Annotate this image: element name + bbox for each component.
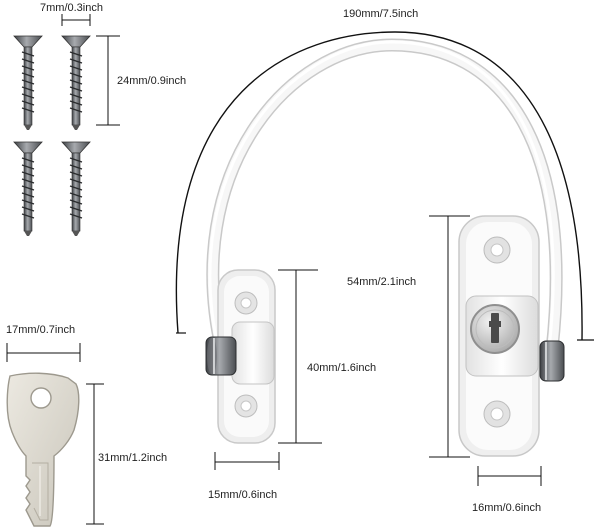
latch-width-dimension-line	[214, 452, 280, 470]
latch-width-label: 15mm/0.6inch	[208, 489, 278, 501]
lock-width-dimension-line	[477, 466, 542, 486]
cable-length-dimension-line	[175, 31, 583, 341]
latch-height-label: 40mm/1.6inch	[307, 362, 377, 374]
latch-height-dimension-line	[278, 269, 322, 444]
screw-icon	[13, 141, 43, 236]
key-width-label: 17mm/0.7inch	[6, 324, 76, 336]
key-length-dimension-line	[86, 383, 104, 525]
cable-end-ferrule	[539, 340, 565, 382]
key-width-dimension-line	[6, 343, 81, 362]
keyhole-icon	[470, 304, 520, 354]
key-icon	[6, 372, 80, 527]
screw-width-label: 7mm/0.3inch	[40, 2, 103, 14]
screw-length-label: 24mm/0.9inch	[117, 75, 187, 87]
screw-width-dimension-line	[61, 14, 91, 26]
cable-end-ferrule	[205, 336, 237, 376]
latch-block-icon	[217, 269, 276, 444]
lock-height-label: 54mm/2.1inch	[347, 276, 417, 288]
screw-length-dimension-line	[96, 35, 120, 126]
screw-icon	[61, 141, 91, 236]
cable-length-label: 190mm/7.5inch	[343, 8, 419, 20]
screw-icon	[13, 35, 43, 130]
screw-icon	[61, 35, 91, 130]
key-length-label: 31mm/1.2inch	[98, 452, 168, 464]
cable-icon	[206, 38, 563, 359]
lock-width-label: 16mm/0.6inch	[472, 502, 542, 514]
lock-height-dimension-line	[429, 215, 470, 458]
